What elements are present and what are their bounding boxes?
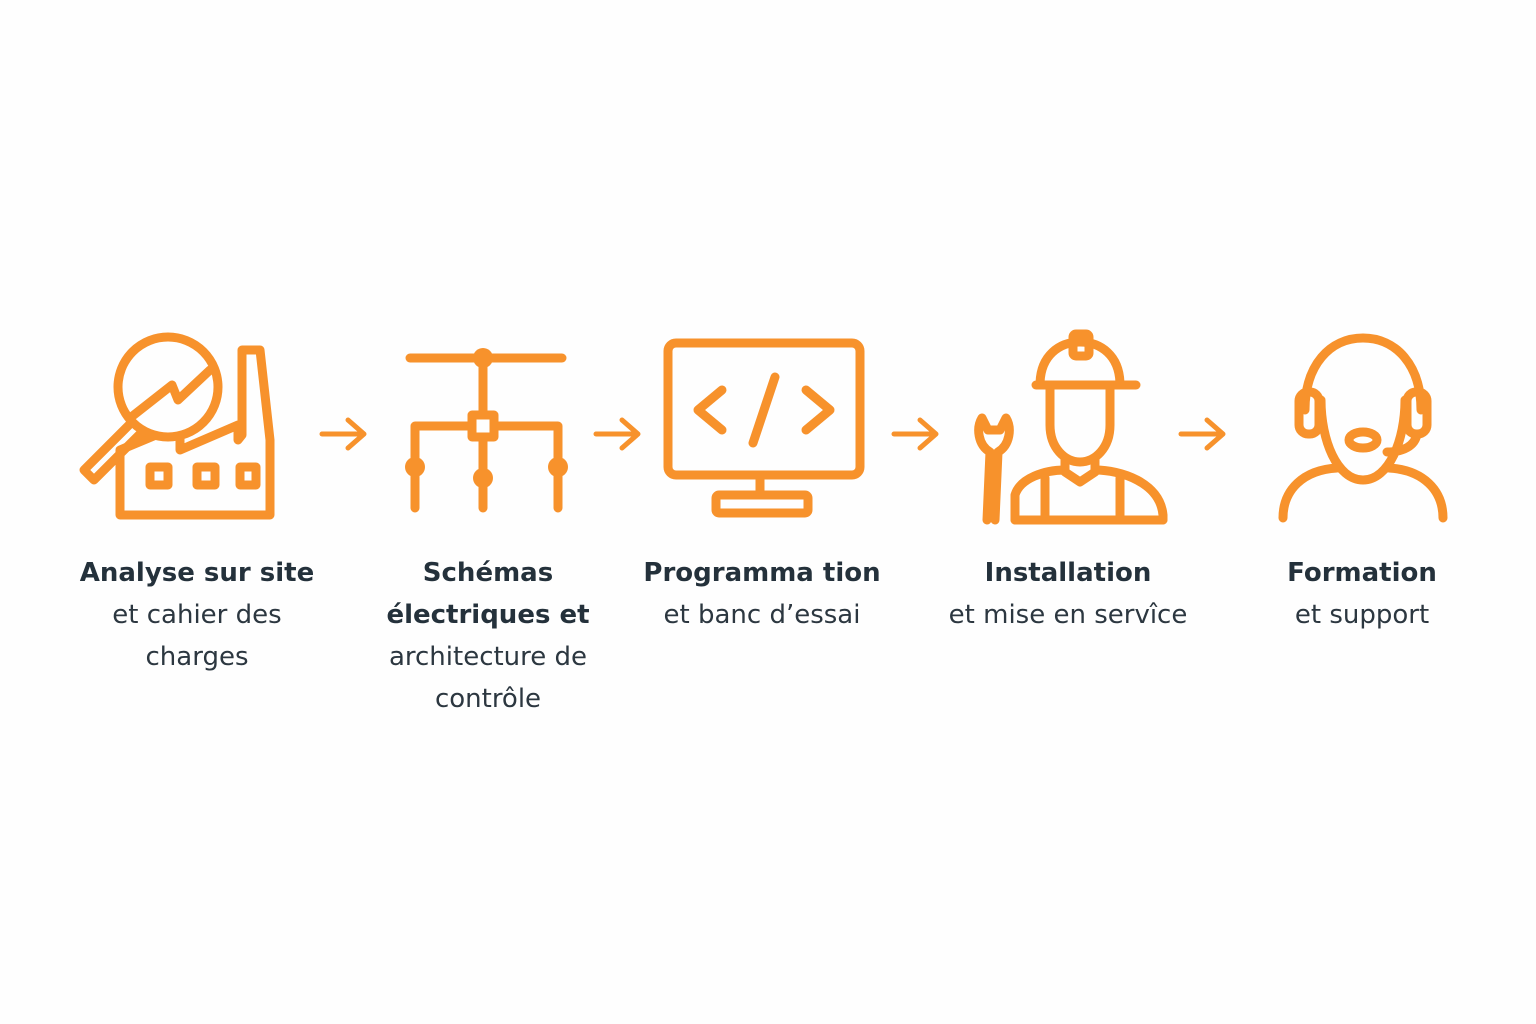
arrow-right-icon	[1178, 417, 1226, 451]
headset-support-icon	[1278, 333, 1448, 523]
step-subtitle: et cahier des charges	[112, 600, 282, 672]
arrow-right-icon	[319, 417, 367, 451]
step-subtitle: et support	[1294, 600, 1430, 630]
step-title: Installation	[984, 558, 1152, 588]
arrow-right-icon	[891, 417, 939, 451]
technician-wrench-icon	[974, 329, 1168, 525]
step-5-label: Formation et support	[1262, 552, 1462, 636]
arrow-right-icon	[593, 417, 641, 451]
step-title: Formation	[1287, 558, 1437, 588]
step-title: Analyse sur site	[79, 558, 315, 588]
step-2-label: Schémas électriques et architecture de c…	[368, 552, 608, 720]
step-1-label: Analyse sur site et cahier des charges	[66, 552, 328, 678]
code-monitor-icon	[663, 338, 865, 518]
step-subtitle: architecture de contrôle	[388, 642, 588, 714]
step-title: Programma tion	[643, 558, 881, 588]
step-title: Schémas électriques et	[386, 558, 590, 630]
step-subtitle: et mise en servîce	[948, 600, 1188, 630]
factory-magnifier-icon	[79, 332, 275, 520]
step-4-label: Installation et mise en servîce	[928, 552, 1208, 636]
step-subtitle: et banc d’essai	[663, 600, 861, 630]
step-3-label: Programma tion et banc d’essai	[632, 552, 892, 636]
electrical-schematic-icon	[405, 348, 568, 513]
